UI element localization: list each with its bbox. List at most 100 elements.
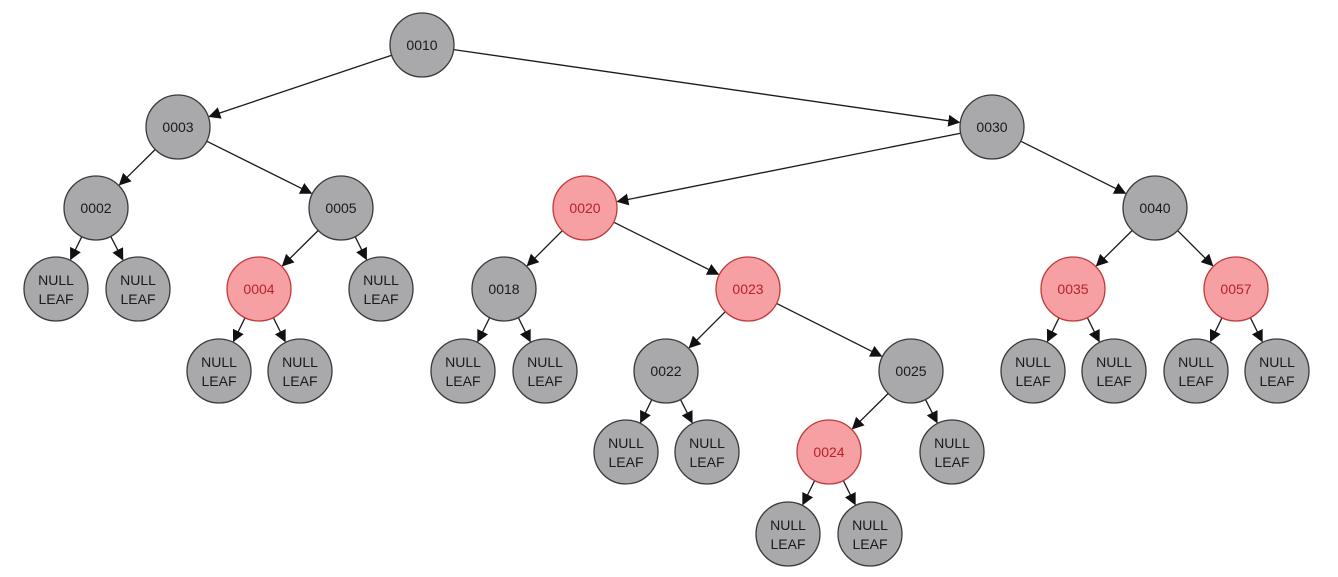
- node-key-label: 0020: [569, 200, 600, 216]
- red-node-circle: [1040, 256, 1106, 322]
- black-node-circle: [105, 256, 171, 322]
- tree-node-0023: 0023: [715, 256, 781, 322]
- black-node-circle: [837, 501, 903, 567]
- tree-node-0024: 0024: [796, 419, 862, 485]
- edge-n4-to-l4b: [272, 317, 286, 343]
- black-node-circle: [186, 338, 252, 404]
- tree-node-0005: 0005: [308, 175, 374, 241]
- edge-n25-to-l25b: [924, 399, 938, 424]
- node-key-label: 0010: [406, 37, 437, 53]
- tree-node-0018: 0018: [471, 256, 537, 322]
- black-node-circle: [1000, 338, 1066, 404]
- black-node-circle: [430, 338, 496, 404]
- node-key-label: 0023: [732, 281, 763, 297]
- edge-n20-to-n18: [526, 230, 563, 267]
- black-node-circle: [919, 419, 985, 485]
- edge-n30-to-n20: [616, 132, 961, 206]
- edge-n10-to-n3: [208, 54, 392, 119]
- edge-n3-to-n5: [206, 140, 313, 194]
- tree-node-0002: 0002: [63, 175, 129, 241]
- node-key-label: 0024: [813, 444, 844, 460]
- tree-node-0057: 0057: [1203, 256, 1269, 322]
- black-node-circle: [1163, 338, 1229, 404]
- node-key-label: 0035: [1057, 281, 1088, 297]
- edge-n35-to-l35a: [1046, 317, 1060, 343]
- edge-n40-to-n35: [1095, 230, 1133, 267]
- edge-n20-to-n23: [613, 221, 720, 275]
- black-node-circle: [63, 175, 129, 241]
- black-node-circle: [755, 501, 821, 567]
- tree-node-0003: 0003: [145, 94, 211, 160]
- black-node-circle: [878, 338, 944, 404]
- black-node-circle: [348, 256, 414, 322]
- tree-node-0030: 0030: [959, 94, 1025, 160]
- edge-n3-to-n2: [118, 149, 156, 186]
- edge-n25-to-n24: [851, 393, 889, 430]
- red-node-circle: [552, 175, 618, 241]
- edge-n24-to-l24b: [842, 480, 856, 506]
- node-key-label: 0018: [488, 281, 519, 297]
- tree-node-0020: 0020: [552, 175, 618, 241]
- edge-n5-to-n4: [281, 230, 319, 267]
- edge-n35-to-l35b: [1086, 317, 1100, 343]
- node-key-label: 0022: [650, 363, 681, 379]
- black-node-circle: [1244, 338, 1310, 404]
- edge-n4-to-l4a: [232, 317, 246, 343]
- edges-layer: [70, 48, 1263, 506]
- edge-n22-to-l22b: [679, 399, 693, 424]
- black-node-circle: [471, 256, 537, 322]
- black-node-circle: [633, 338, 699, 404]
- edge-n18-to-l18a: [477, 317, 491, 343]
- black-node-circle: [389, 12, 455, 78]
- node-key-label: 0025: [895, 363, 926, 379]
- black-node-circle: [1081, 338, 1147, 404]
- tree-node-0040: 0040: [1122, 175, 1188, 241]
- tree-node-0004: 0004: [226, 256, 292, 322]
- node-key-label: 0030: [976, 119, 1007, 135]
- tree-node-0035: 0035: [1040, 256, 1106, 322]
- red-node-circle: [715, 256, 781, 322]
- black-node-circle: [145, 94, 211, 160]
- black-node-circle: [593, 419, 659, 485]
- red-node-circle: [796, 419, 862, 485]
- edge-n40-to-n57: [1177, 230, 1214, 267]
- node-key-label: 0005: [325, 200, 356, 216]
- tree-node-0022: 0022: [633, 338, 699, 404]
- tree-node-0010: 0010: [389, 12, 455, 78]
- black-node-circle: [512, 338, 578, 404]
- node-key-label: 0004: [243, 281, 274, 297]
- red-node-circle: [226, 256, 292, 322]
- black-node-circle: [674, 419, 740, 485]
- edge-n57-to-l57b: [1249, 317, 1263, 343]
- edge-n2-to-l2a: [70, 236, 83, 261]
- node-key-label: 0057: [1220, 281, 1251, 297]
- node-key-label: 0040: [1139, 200, 1170, 216]
- black-node-circle: [308, 175, 374, 241]
- node-key-label: 0002: [80, 200, 111, 216]
- red-node-circle: [1203, 256, 1269, 322]
- black-node-circle: [23, 256, 89, 322]
